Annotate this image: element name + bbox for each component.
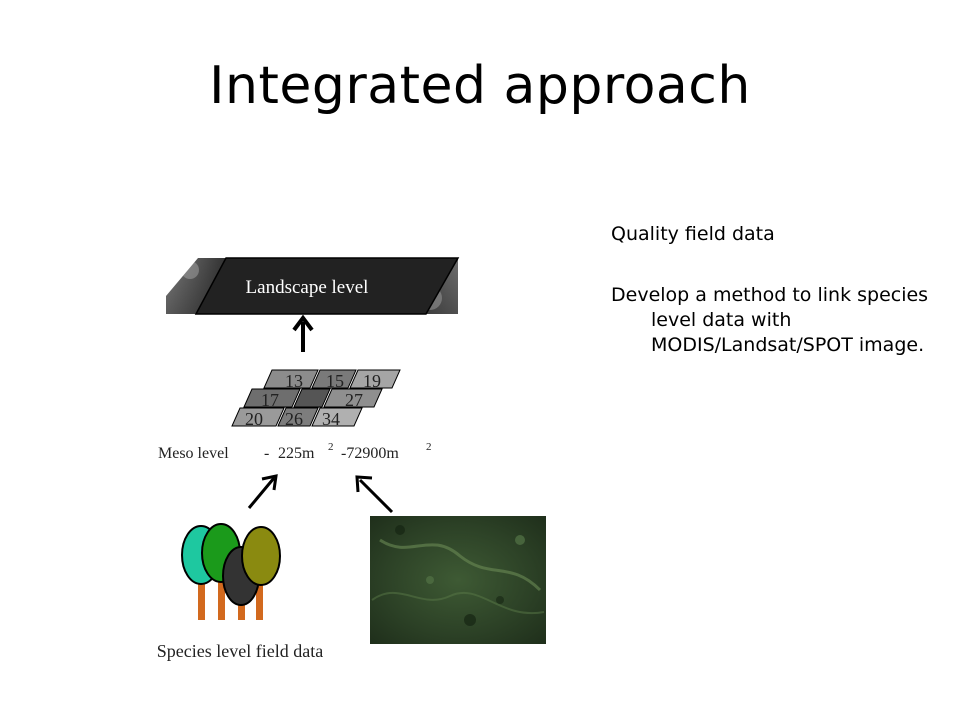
- grid-cell-26: 26: [285, 409, 303, 429]
- arrow-from-species: [247, 474, 278, 509]
- bullet-list: Quality field data Develop a method to l…: [611, 222, 941, 358]
- tree-canopy-4: [241, 526, 281, 586]
- bullet-quality-field-data: Quality field data: [611, 223, 775, 245]
- landscape-level-image: Landscape level: [166, 257, 460, 315]
- up-arrow: [292, 314, 314, 352]
- grid-cell-13: 13: [285, 371, 303, 391]
- meso-level-label: Meso level - 225m 2 -72900m 2: [158, 441, 432, 462]
- species-trees: [181, 523, 281, 620]
- satellite-forest-image: [370, 516, 546, 644]
- slide-title: Integrated approach: [209, 56, 751, 116]
- grid-row-2: 17 27: [243, 388, 383, 410]
- grid-cell-17: 17: [261, 390, 279, 410]
- meso-min-exponent: 2: [328, 441, 334, 453]
- arrow-from-image: [355, 475, 394, 514]
- species-level-label: Species level field data: [157, 641, 323, 661]
- meso-max-value: -72900m: [341, 445, 399, 462]
- meso-grid: 13 15 19 17 27 20 26 34: [231, 369, 401, 429]
- grid-row-3: 20 26 34: [231, 407, 363, 429]
- grid-row-1: 13 15 19: [263, 369, 401, 391]
- meso-level-text: Meso level: [158, 445, 229, 462]
- meso-max-exponent: 2: [426, 441, 432, 453]
- tree-trunk-2: [218, 578, 225, 620]
- landscape-level-label: Landscape level: [246, 277, 369, 298]
- meso-separator: -: [264, 445, 269, 462]
- grid-cell-34: 34: [322, 409, 340, 429]
- grid-cell-15: 15: [326, 371, 344, 391]
- bullet-develop-method: Develop a method to link species level d…: [611, 284, 929, 356]
- tree-trunk-1: [198, 578, 205, 620]
- tree-trunk-4: [256, 582, 263, 620]
- grid-cell-27: 27: [345, 390, 363, 410]
- grid-cell-19: 19: [363, 371, 381, 391]
- grid-cell-20: 20: [245, 409, 263, 429]
- meso-min-value: 225m: [278, 445, 315, 462]
